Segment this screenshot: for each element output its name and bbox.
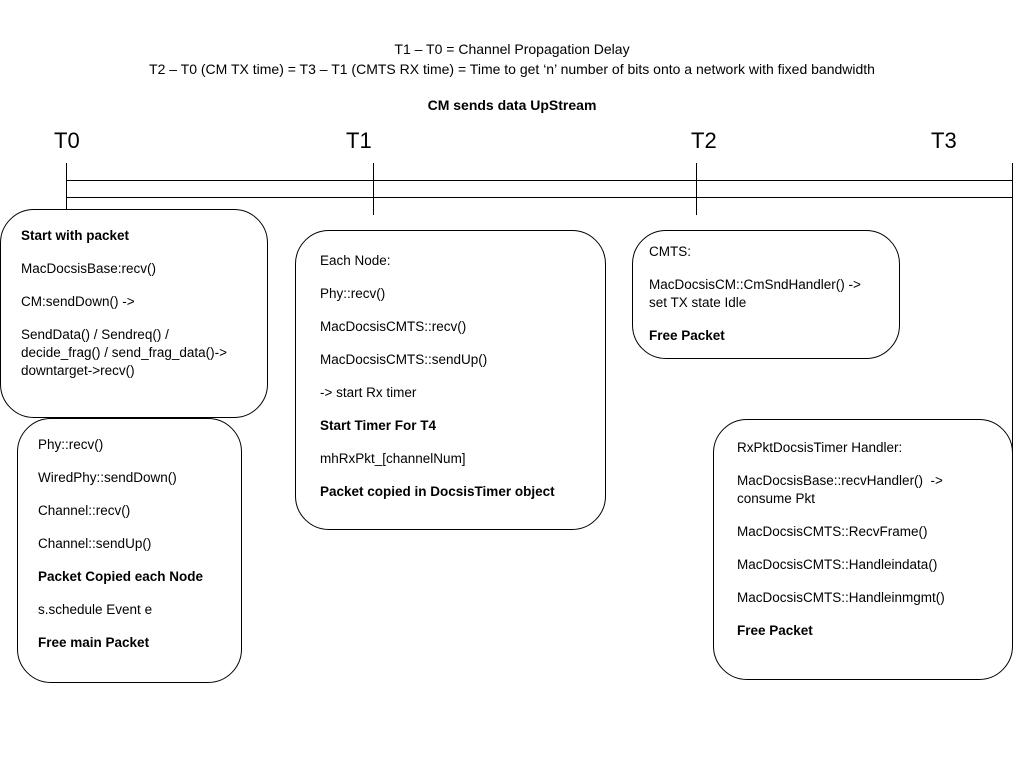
rx-timer-handler-line: MacDocsisCMTS::Handleindata() xyxy=(737,557,938,572)
timeline-label-t2: T2 xyxy=(691,128,717,153)
timeline-label-t1: T1 xyxy=(346,128,372,153)
each-node-line: Packet copied in DocsisTimer object xyxy=(320,484,555,499)
cm-send-line: SendData() / Sendreq() / decide_frag() /… xyxy=(21,327,227,378)
cm-send-line: MacDocsisBase:recv() xyxy=(21,261,157,276)
timeline-top-line xyxy=(66,180,1013,181)
phy-channel-line: Phy::recv() xyxy=(38,437,104,452)
cmts-line: CMTS: xyxy=(649,244,691,259)
each-node-box: Each Node:Phy::recv()MacDocsisCMTS::recv… xyxy=(295,230,606,530)
timeline-bottom-line xyxy=(66,197,1013,198)
phy-channel-line: Channel::sendUp() xyxy=(38,536,152,551)
each-node-line: mhRxPkt_[channelNum] xyxy=(320,451,466,466)
diagram-title: CM sends data UpStream xyxy=(427,97,597,113)
each-node-line: MacDocsisCMTS::sendUp() xyxy=(320,352,488,367)
each-node-line: Each Node: xyxy=(320,253,391,268)
phy-channel-line: Channel::recv() xyxy=(38,503,131,518)
timeline-tick-t1 xyxy=(373,163,374,215)
rx-timer-handler-line: RxPktDocsisTimer Handler: xyxy=(737,440,903,455)
rx-timer-handler-line: MacDocsisBase::recvHandler() -> consume … xyxy=(737,473,943,506)
phy-channel-line: WiredPhy::sendDown() xyxy=(38,470,177,485)
phy-channel-line: s.schedule Event e xyxy=(38,602,153,617)
timeline-tick-t2 xyxy=(696,163,697,215)
cmts-box: CMTS:MacDocsisCM::CmSndHandler() -> set … xyxy=(632,230,900,359)
cm-send-line: Start with packet xyxy=(21,228,130,243)
cmts-line: MacDocsisCM::CmSndHandler() -> set TX st… xyxy=(649,277,861,310)
rx-timer-handler-line: MacDocsisCMTS::RecvFrame() xyxy=(737,524,928,539)
each-node-line: -> start Rx timer xyxy=(320,385,417,400)
delay-equation-2: T2 – T0 (CM TX time) = T3 – T1 (CMTS RX … xyxy=(149,61,875,77)
rx-timer-handler-box: RxPktDocsisTimer Handler:MacDocsisBase::… xyxy=(713,419,1013,680)
rx-timer-handler-line: MacDocsisCMTS::Handleinmgmt() xyxy=(737,590,945,605)
phy-channel-box: Phy::recv()WiredPhy::sendDown()Channel::… xyxy=(17,418,242,683)
cm-send-line: CM:sendDown() -> xyxy=(21,294,135,309)
timeline-label-t3: T3 xyxy=(931,128,957,153)
cmts-line: Free Packet xyxy=(649,328,725,343)
rx-timer-handler-line: Free Packet xyxy=(737,623,813,638)
delay-equation-1: T1 – T0 = Channel Propagation Delay xyxy=(394,41,630,57)
timeline-tick-t3 xyxy=(1012,163,1013,551)
phy-channel-line: Free main Packet xyxy=(38,635,150,650)
each-node-line: Start Timer For T4 xyxy=(320,418,437,433)
each-node-line: Phy::recv() xyxy=(320,286,386,301)
timeline-label-t0: T0 xyxy=(54,128,80,153)
each-node-line: MacDocsisCMTS::recv() xyxy=(320,319,467,334)
phy-channel-line: Packet Copied each Node xyxy=(38,569,204,584)
timeline-tick-t0 xyxy=(66,163,67,215)
